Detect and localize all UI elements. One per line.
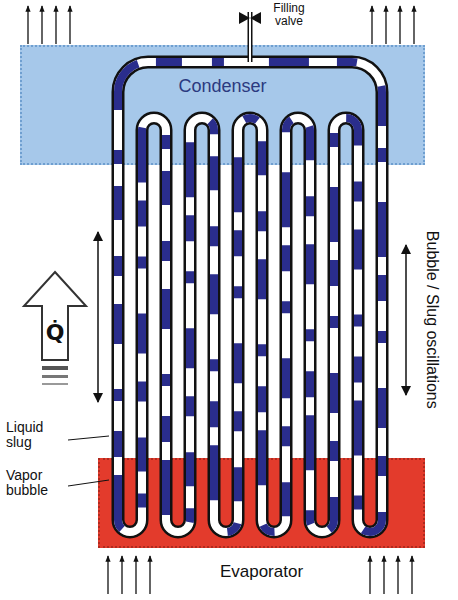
heat-arrow-bar bbox=[42, 366, 68, 370]
heat-flux-arrow bbox=[369, 556, 370, 594]
band-label: Evaporator bbox=[100, 562, 423, 582]
heat-arrow-outline bbox=[24, 272, 86, 360]
heat-flux-arrow bbox=[149, 556, 150, 594]
callout-label: Vapor bubble bbox=[6, 468, 66, 499]
heat-flux-arrow bbox=[397, 556, 398, 594]
valve-stem-bore bbox=[249, 12, 251, 66]
heat-flux-arrow bbox=[411, 556, 412, 594]
pulsating-tube bbox=[118, 62, 382, 532]
heat-flux-arrow bbox=[135, 556, 136, 594]
heat-flux-arrow bbox=[27, 6, 28, 44]
band-label: Condenser bbox=[22, 76, 423, 97]
valve-wing bbox=[239, 12, 250, 24]
oscillation-arrow bbox=[405, 245, 407, 395]
tube-wall bbox=[118, 62, 382, 532]
oscillation-label: Bubble / Slug oscillations bbox=[423, 190, 441, 450]
heat-flux-arrow bbox=[385, 6, 386, 44]
heat-flux-arrow bbox=[121, 556, 122, 594]
heat-symbol: Q̇ bbox=[35, 321, 75, 345]
heat-flux-arrow bbox=[69, 6, 70, 44]
heat-arrow-bar bbox=[42, 375, 68, 378]
vapor-bubble-fill bbox=[118, 62, 382, 532]
heat-flux-arrow bbox=[399, 6, 400, 44]
filling-valve-symbol bbox=[239, 12, 261, 66]
heat-flux-arrow bbox=[107, 556, 108, 594]
heat-input-arrow bbox=[24, 272, 86, 385]
leader-line bbox=[68, 436, 109, 440]
oscillation-arrow bbox=[97, 232, 99, 402]
valve-wing bbox=[250, 12, 261, 24]
heat-flux-arrows bbox=[28, 6, 414, 594]
heat-flux-arrow bbox=[413, 6, 414, 44]
valve-label: Filling valve bbox=[262, 2, 316, 28]
callout-label: Liquid slug bbox=[6, 420, 66, 451]
heat-flux-arrow bbox=[41, 6, 42, 44]
heat-flux-arrow bbox=[383, 556, 384, 594]
leader-line bbox=[68, 480, 109, 486]
heat-flux-arrow bbox=[55, 6, 56, 44]
heat-arrow-bar bbox=[42, 383, 68, 385]
liquid-slug-fill bbox=[118, 62, 382, 532]
heat-flux-arrow bbox=[371, 6, 372, 44]
